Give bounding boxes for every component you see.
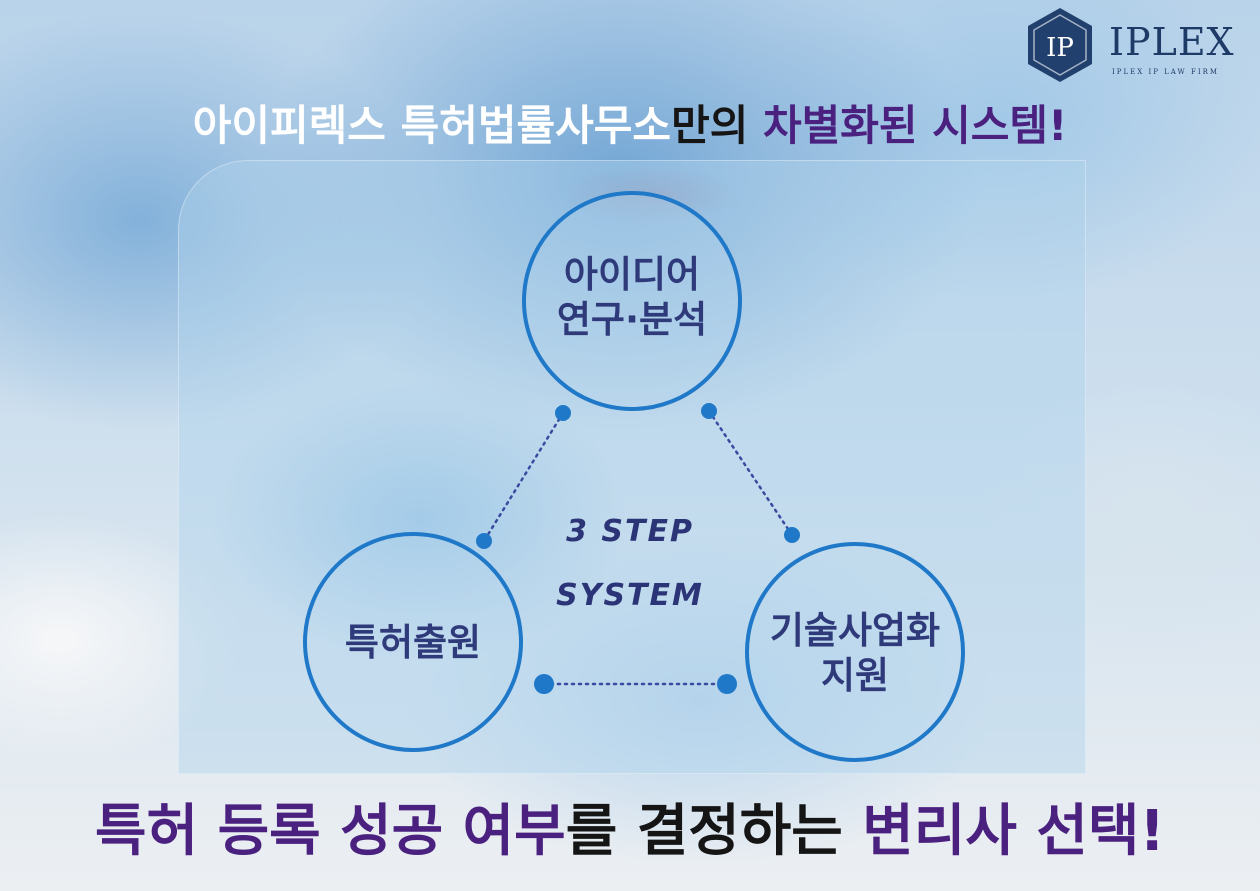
step-patent-filing: 특허출원 [313, 620, 513, 665]
svg-text:IP: IP [1046, 33, 1074, 63]
connector-dot [534, 674, 554, 694]
logo-tagline: IPLEX IP LAW FIRM [1112, 68, 1220, 76]
step-commercialization-line2: 지원 [820, 654, 890, 698]
step-patent-filing-label: 특허출원 [344, 621, 482, 664]
step-commercialization-line1: 기술사업화 [769, 609, 941, 652]
connector-dot [476, 533, 492, 549]
step-circle-top [522, 191, 742, 411]
headline-firm-name: 아이피렉스 특허법률사무소 [192, 101, 672, 150]
logo-wordmark: IPLEX [1109, 20, 1235, 64]
connector-dot [555, 405, 571, 421]
three-step-system-label: 3 STEP SYSTEM [535, 500, 725, 628]
bottom-headline-connector: 를 결정하는 [565, 799, 863, 864]
connector-dot [701, 403, 717, 419]
step-idea-research: 아이디어 연구·분석 [532, 252, 732, 342]
connector-dot [784, 527, 800, 543]
iplex-logo[interactable]: IP IPLEX IPLEX IP LAW FIRM [1025, 6, 1250, 84]
diagram-panel [178, 160, 1086, 774]
headline-connector: 만의 [671, 101, 763, 150]
step-circle-right [745, 542, 965, 762]
bottom-headline: 특허 등록 성공 여부를 결정하는 변리사 선택! [0, 786, 1260, 867]
center-label-line1: 3 STEP [566, 514, 694, 549]
connector-top-left [482, 411, 565, 543]
headline-highlight: 차별화된 시스템! [762, 101, 1068, 150]
step-circle-left [303, 532, 523, 752]
bottom-headline-highlight-1: 특허 등록 성공 여부 [95, 799, 566, 864]
step-idea-line2: 연구·분석 [556, 298, 708, 342]
step-commercialization: 기술사업화 지원 [750, 608, 960, 698]
connector-dot [717, 674, 737, 694]
iplex-logo-mark-icon: IP [1028, 8, 1092, 82]
step-idea-line1: 아이디어 [563, 253, 701, 296]
top-headline: 아이피렉스 특허법률사무소만의 차별화된 시스템! [0, 92, 1260, 153]
bottom-headline-highlight-2: 변리사 선택! [862, 799, 1165, 864]
center-label-line2: SYSTEM [556, 578, 704, 613]
